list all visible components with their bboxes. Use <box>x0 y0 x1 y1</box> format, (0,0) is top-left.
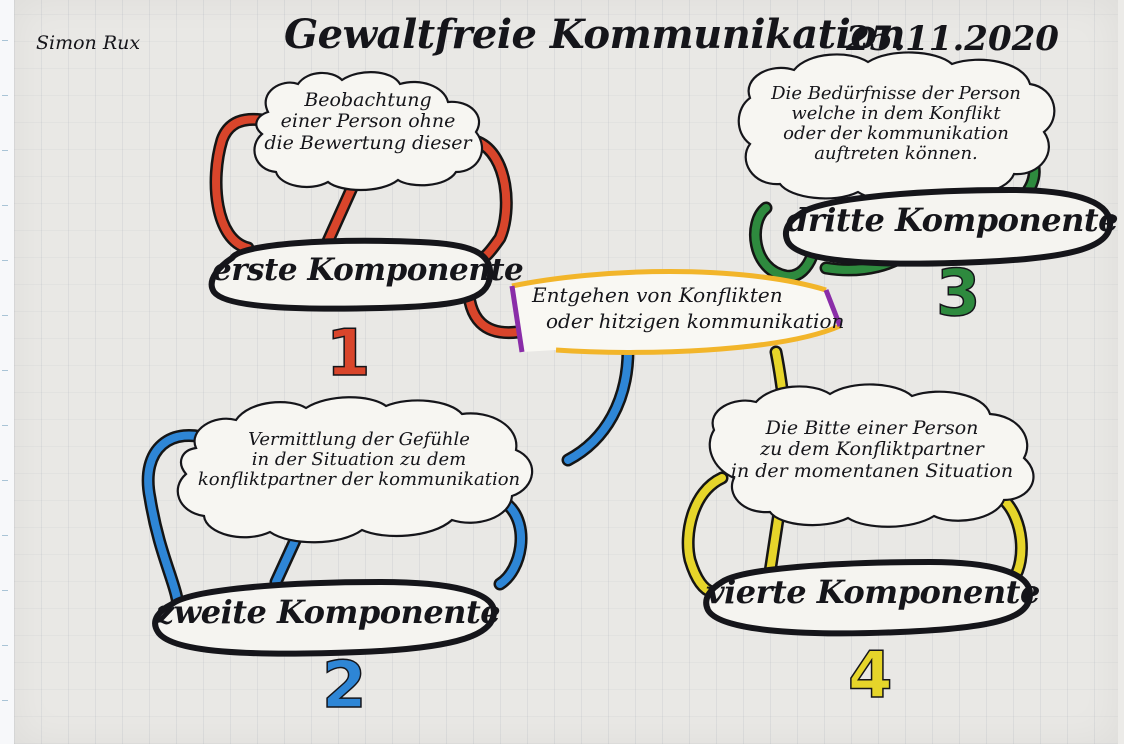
label-component-3: dritte Komponente <box>786 201 1119 239</box>
description-line: Beobachtung <box>304 89 432 111</box>
description-line: zu dem Konfliktpartner <box>760 438 984 461</box>
rail-mark <box>2 260 8 261</box>
rail-mark <box>2 535 8 536</box>
description-line: oder der kommunikation <box>783 123 1009 145</box>
description-line: Vermittlung der Gefühle <box>248 429 470 450</box>
description-4: Die Bitte einer Person zu dem Konfliktpa… <box>724 417 1020 482</box>
description-line: welche in dem Konflikt <box>791 103 1001 125</box>
center-banner <box>509 269 843 355</box>
cloud-1 <box>253 71 484 191</box>
description-line: Die Bedürfnisse der Person <box>771 83 1021 104</box>
rail-mark <box>2 425 8 426</box>
rail-mark <box>2 315 8 316</box>
author-name: Simon Rux <box>36 32 141 54</box>
connector-blue <box>141 343 635 619</box>
central-topic-line: Entgehen von Konflikten <box>532 283 783 307</box>
description-line: Die Bitte einer Person <box>765 417 979 439</box>
oval-3 <box>782 186 1114 267</box>
description-line: die Bewertung dieser <box>264 131 472 154</box>
rail-mark <box>2 370 8 371</box>
cloud-3 <box>737 51 1056 202</box>
rail-mark <box>2 645 8 646</box>
description-line: in der Situation zu dem <box>251 449 467 471</box>
date-label: 25.11.2020 <box>846 19 1059 59</box>
rail-mark <box>2 40 8 41</box>
central-topic-line: oder hitzigen kommunikation <box>546 309 845 333</box>
central-topic: Entgehen von Konflikten oder hitzigen ko… <box>532 282 844 334</box>
number-4: 4 <box>847 639 893 713</box>
cloud-2 <box>176 396 534 544</box>
page-title: Gewaltfreie Kommunikation <box>284 11 906 58</box>
number-3: 3 <box>935 257 981 331</box>
rail-mark <box>2 150 8 151</box>
rail-mark <box>2 205 8 206</box>
rail-mark <box>2 95 8 96</box>
label-component-1: erste Komponente <box>212 252 524 288</box>
cloud-4 <box>708 383 1035 528</box>
number-1: 1 <box>325 317 371 391</box>
label-component-4: vierte Komponente <box>706 573 1040 611</box>
description-line: auftreten können. <box>814 143 978 165</box>
description-line: einer Person ohne <box>280 110 456 133</box>
description-line: konfliktpartner der kommunikation <box>197 469 521 491</box>
description-3: Die Bedürfnisse der Person welche in dem… <box>756 83 1036 165</box>
description-1: Beobachtung einer Person ohne die Bewert… <box>262 89 474 154</box>
oval-2 <box>152 578 498 657</box>
number-2: 2 <box>321 649 367 723</box>
rail-mark <box>2 590 8 591</box>
description-2: Vermittlung der Gefühle in der Situation… <box>196 429 522 491</box>
binder-rail <box>0 0 14 744</box>
description-line: in der momentanen Situation <box>730 459 1014 482</box>
label-component-2: zweite Komponente <box>156 593 501 631</box>
oval-1 <box>208 237 494 312</box>
rail-mark <box>2 700 8 701</box>
oval-4 <box>703 558 1034 637</box>
rail-mark <box>2 480 8 481</box>
